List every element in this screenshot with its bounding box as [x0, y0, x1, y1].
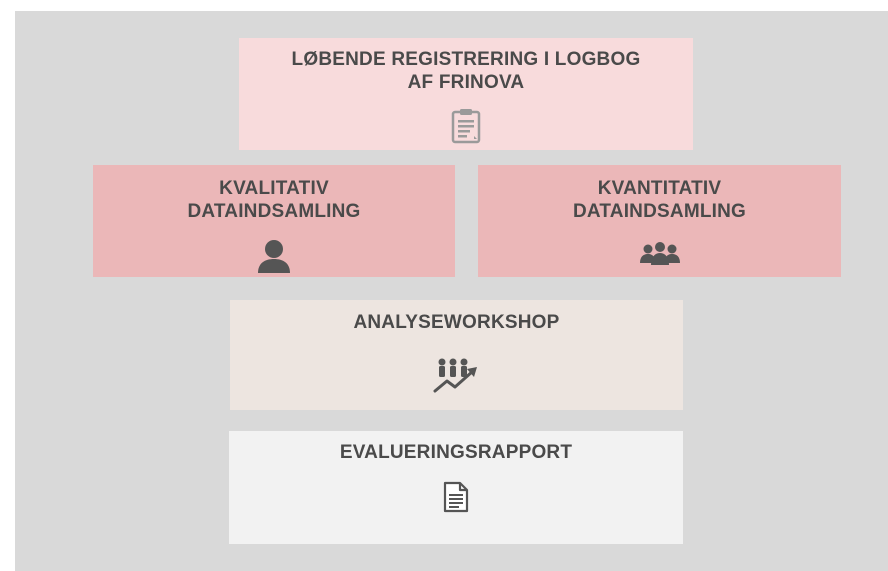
- box-kvantitativ-title-line2: DATAINDSAMLING: [572, 201, 747, 222]
- box-analyseworkshop-title: ANALYSEWORKSHOP: [353, 312, 560, 333]
- box-kvantitativ: KVANTITATIV DATAINDSAMLING: [478, 165, 841, 277]
- clipboard-icon: [451, 109, 481, 144]
- box-evalueringsrapport: EVALUERINGSRAPPORT: [229, 431, 683, 544]
- cropped-header: [0, 0, 888, 10]
- person-icon: [258, 240, 290, 273]
- people-growth-icon: [433, 358, 477, 393]
- box-evalueringsrapport-title: EVALUERINGSRAPPORT: [339, 442, 573, 463]
- box-kvantitativ-title-line1: KVANTITATIV: [597, 178, 722, 199]
- box-logbog-title-line1: LØBENDE REGISTRERING I LOGBOG: [291, 49, 641, 70]
- group-icon: [639, 242, 680, 265]
- box-kvalitativ-title-line2: DATAINDSAMLING: [187, 201, 361, 222]
- box-logbog-title-line2: AF FRINOVA: [407, 72, 525, 93]
- box-logbog: LØBENDE REGISTRERING I LOGBOG AF FRINOVA: [239, 38, 693, 150]
- box-kvalitativ: KVALITATIV DATAINDSAMLING: [93, 165, 455, 277]
- diagram-panel: LØBENDE REGISTRERING I LOGBOG AF FRINOVA…: [15, 11, 888, 571]
- box-kvalitativ-title-line1: KVALITATIV: [219, 178, 329, 199]
- box-analyseworkshop: ANALYSEWORKSHOP: [230, 300, 683, 410]
- document-icon: [443, 481, 469, 513]
